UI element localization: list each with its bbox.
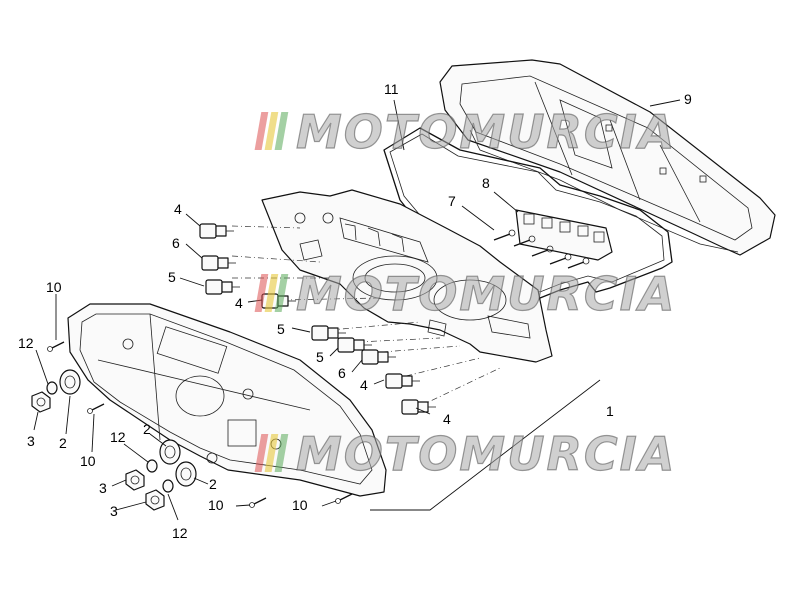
callout-labels: 1 2 2 2 3 3 3 4 4 4 4 5 5 5 6 6 7 8 9 10… [18, 81, 692, 541]
circuit-board [261, 189, 553, 363]
callout-1: 1 [606, 403, 614, 419]
callout-10: 10 [208, 497, 224, 513]
screw [87, 403, 105, 414]
watermark-logo: MOTOMURCIA [254, 426, 676, 482]
callout-12: 12 [172, 525, 188, 541]
callout-3: 3 [27, 433, 35, 449]
callout-4: 4 [360, 377, 368, 393]
callout-4: 4 [174, 201, 182, 217]
bulb-holder [311, 325, 346, 341]
nut [125, 469, 145, 491]
leader-lines [33, 99, 681, 521]
screw [335, 493, 353, 504]
nut [145, 489, 165, 511]
callout-5: 5 [316, 349, 324, 365]
callout-3: 3 [110, 503, 118, 519]
callout-9: 9 [684, 91, 692, 107]
callout-7: 7 [448, 193, 456, 209]
upper-cover-part-9 [439, 59, 776, 256]
washer [146, 459, 158, 473]
callout-10: 10 [46, 279, 62, 295]
callout-4: 4 [443, 411, 451, 427]
callout-10: 10 [292, 497, 308, 513]
rubber-mount [59, 369, 81, 395]
mount-hardware [31, 341, 353, 511]
bulb-holder [201, 255, 236, 271]
bulb-holder [385, 373, 420, 389]
switch-strip-part-8 [515, 209, 613, 261]
washer [46, 381, 58, 395]
watermark-text: MOTOMURCIA [296, 427, 676, 481]
callout-2: 2 [59, 435, 67, 451]
callout-2: 2 [143, 421, 151, 437]
watermark-logo: MOTOMURCIA [254, 104, 676, 160]
watermark-logo: MOTOMURCIA [254, 266, 676, 322]
callout-5: 5 [277, 321, 285, 337]
watermark-text: MOTOMURCIA [296, 267, 676, 321]
bulb-holder [401, 399, 436, 415]
washer [162, 479, 174, 493]
nut [31, 391, 51, 413]
bulb-holder [205, 279, 240, 295]
callout-4: 4 [235, 295, 243, 311]
bulb-holder [337, 337, 372, 353]
lower-housing [67, 303, 387, 497]
callout-12: 12 [110, 429, 126, 445]
callout-11: 11 [384, 81, 399, 97]
callout-12: 12 [18, 335, 34, 351]
screw [47, 341, 65, 352]
small-bulbs-part-7 [493, 229, 590, 269]
rubber-mount [175, 461, 197, 487]
bulb-holder [361, 349, 396, 365]
callout-8: 8 [482, 175, 490, 191]
screw [249, 497, 267, 508]
assembly-lines [231, 225, 501, 407]
callout-5: 5 [168, 269, 176, 285]
callout-3: 3 [99, 480, 107, 496]
watermark-text: MOTOMURCIA [296, 105, 676, 159]
callout-2: 2 [209, 476, 217, 492]
rubber-mount [159, 439, 181, 465]
callout-6: 6 [172, 235, 180, 251]
callout-10: 10 [80, 453, 96, 469]
callout-6: 6 [338, 365, 346, 381]
bulb-holder [199, 223, 234, 239]
